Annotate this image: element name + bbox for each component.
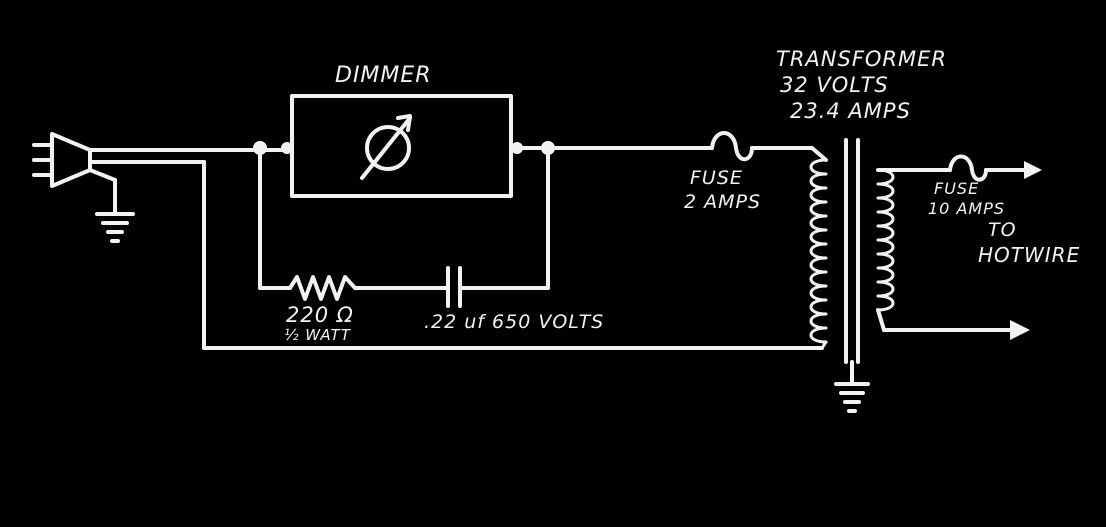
fuse-secondary-rating: 10 AMPS: [928, 199, 1005, 218]
secondary-wire-bottom: [876, 308, 886, 332]
transformer-primary-coil: [809, 158, 828, 350]
output-target-label: HOTWIRE: [978, 243, 1080, 267]
fuse-icon: [710, 131, 754, 162]
ground-icon: [95, 212, 135, 243]
transformer-amps: 23.4 AMPS: [790, 99, 911, 123]
transformer-icon: [809, 138, 895, 364]
dimmer-box: [290, 94, 513, 198]
variable-control-icon: [360, 114, 412, 180]
transformer-secondary-coil: [876, 168, 895, 312]
plug-ground-lead: [88, 168, 117, 214]
fuse-secondary-title: FUSE: [934, 179, 979, 198]
fuse-primary-title: FUSE: [690, 167, 743, 189]
wire-to-primary: [810, 146, 828, 162]
transformer-volts: 32 VOLTS: [780, 73, 889, 97]
ground-icon: [834, 382, 870, 413]
fuse-icon: [948, 154, 988, 182]
capacitor-icon: [446, 266, 462, 308]
resistor-rating: ½ WATT: [284, 326, 352, 344]
transformer-core: [844, 138, 860, 364]
resistor-icon: [288, 275, 357, 301]
dimmer-label: DIMMER: [335, 63, 432, 88]
arrow-right-icon: [1010, 320, 1030, 340]
resistor-value: 220 Ω: [286, 303, 354, 327]
neutral-wire: [88, 160, 824, 350]
plug-icon: [32, 132, 92, 188]
output-to-label: TO: [988, 219, 1017, 241]
arrow-right-icon: [1024, 161, 1042, 179]
capacitor-value: .22 uf 650 VOLTS: [424, 311, 604, 333]
transformer-title: TRANSFORMER: [776, 47, 947, 71]
snubber-branch: [258, 146, 550, 290]
fuse-primary-rating: 2 AMPS: [684, 191, 761, 213]
